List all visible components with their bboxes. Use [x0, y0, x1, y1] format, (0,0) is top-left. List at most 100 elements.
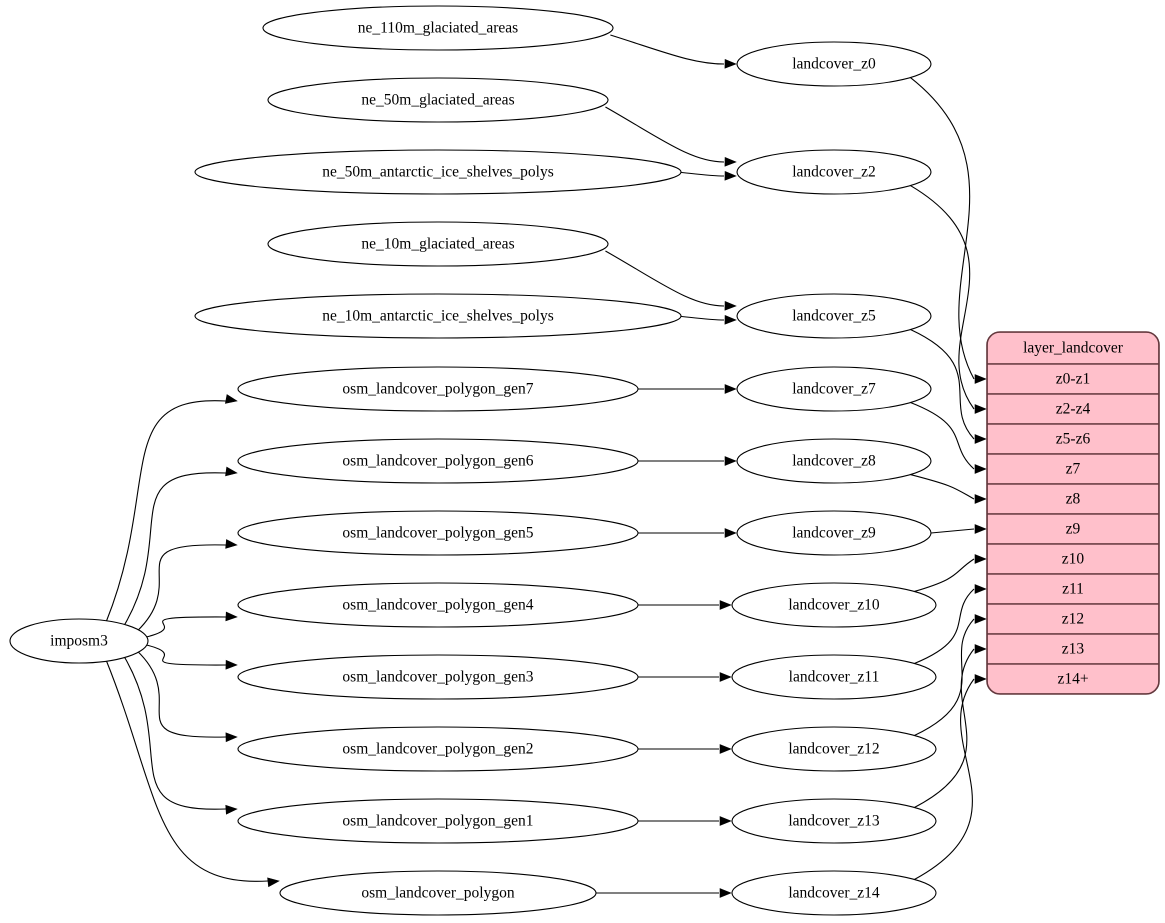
edge-ne50mant-z2-arrowhead — [724, 170, 737, 181]
edge-osm_landcover_polygon_gen6-landcover_z8-arrowhead — [724, 456, 737, 466]
edge-osm_landcover_polygon-landcover_z14-arrowhead — [719, 888, 732, 898]
node-ellipse-ne_10m_antarctic_ice_shelves_polys[interactable] — [194, 293, 682, 339]
node-ellipse-ne_10m_glaciated_areas[interactable] — [267, 221, 609, 267]
layer-table[interactable]: layer_landcoverz0-z1z2-z4z5-z6z7z8z9z10z… — [986, 331, 1160, 695]
layer-table-row[interactable] — [987, 363, 1159, 395]
node-label-landcover_z7: landcover_z7 — [792, 381, 876, 398]
edge-landcover_z8-row4 — [910, 474, 975, 500]
node-osm_landcover_polygon_gen2[interactable]: osm_landcover_polygon_gen2 — [237, 726, 639, 772]
layer-table-row-label: z9 — [1066, 521, 1081, 538]
node-ne_10m_glaciated_areas[interactable]: ne_10m_glaciated_areas — [267, 221, 609, 267]
edge-landcover_z7-row3-arrowhead — [974, 464, 987, 474]
node-label-landcover_z11: landcover_z11 — [789, 669, 880, 686]
node-ellipse-osm_landcover_polygon_gen7[interactable] — [237, 366, 639, 412]
layer-table-row-label: z14+ — [1057, 671, 1088, 688]
node-osm_landcover_polygon_gen7[interactable]: osm_landcover_polygon_gen7 — [237, 366, 639, 412]
node-ellipse-landcover_z10[interactable] — [731, 582, 937, 628]
node-ellipse-landcover_z0[interactable] — [736, 41, 932, 87]
node-imposm3[interactable]: imposm3 — [9, 618, 149, 664]
node-label-osm_landcover_polygon_gen5: osm_landcover_polygon_gen5 — [342, 525, 533, 542]
node-osm_landcover_polygon_gen1[interactable]: osm_landcover_polygon_gen1 — [237, 798, 639, 844]
edge-landcover_z5-row2-arrowhead — [974, 434, 987, 444]
node-landcover_z13[interactable]: landcover_z13 — [731, 798, 937, 844]
edge-ne110m-z0 — [610, 34, 725, 65]
node-ellipse-landcover_z8[interactable] — [736, 438, 932, 484]
node-osm_landcover_polygon_gen5[interactable]: osm_landcover_polygon_gen5 — [237, 510, 639, 556]
edge-osm_landcover_polygon_gen5-landcover_z9-arrowhead — [724, 528, 737, 538]
layer-table-row[interactable] — [987, 483, 1159, 515]
edge-osm_landcover_polygon_gen1-landcover_z13-arrowhead — [719, 816, 732, 826]
edge-imposm3-osm_landcover_polygon_gen4 — [144, 616, 227, 639]
node-landcover_z8[interactable]: landcover_z8 — [736, 438, 932, 484]
node-landcover_z2[interactable]: landcover_z2 — [736, 149, 932, 195]
edge-landcover_z0-row0-arrowhead — [974, 374, 987, 384]
node-ellipse-landcover_z5[interactable] — [736, 293, 932, 339]
node-osm_landcover_polygon_gen3[interactable]: osm_landcover_polygon_gen3 — [237, 654, 639, 700]
edge-ne10mglac-z5 — [605, 250, 725, 307]
node-label-landcover_z2: landcover_z2 — [792, 164, 876, 181]
node-label-landcover_z8: landcover_z8 — [792, 453, 876, 470]
node-label-osm_landcover_polygon_gen3: osm_landcover_polygon_gen3 — [342, 669, 533, 686]
edge-imposm3-osm_landcover_polygon_gen4-arrowhead — [225, 611, 238, 622]
edge-layer — [105, 34, 987, 898]
node-ellipse-osm_landcover_polygon_gen3[interactable] — [237, 654, 639, 700]
node-label-osm_landcover_polygon: osm_landcover_polygon — [361, 885, 515, 902]
edge-landcover_z2-row1-arrowhead — [974, 404, 987, 414]
node-ne_10m_antarctic_ice_shelves_polys[interactable]: ne_10m_antarctic_ice_shelves_polys — [194, 293, 682, 339]
edge-imposm3-osm_landcover_polygon_gen7 — [105, 400, 227, 622]
edge-landcover_z10-row6-arrowhead — [974, 554, 987, 564]
node-label-osm_landcover_polygon_gen7: osm_landcover_polygon_gen7 — [342, 381, 533, 398]
node-osm_landcover_polygon_gen6[interactable]: osm_landcover_polygon_gen6 — [237, 438, 639, 484]
node-ellipse-landcover_z11[interactable] — [731, 654, 937, 700]
node-ne_50m_antarctic_ice_shelves_polys[interactable]: ne_50m_antarctic_ice_shelves_polys — [194, 149, 682, 195]
node-landcover_z0[interactable]: landcover_z0 — [736, 41, 932, 87]
node-ellipse-ne_50m_glaciated_areas[interactable] — [267, 77, 609, 123]
node-ellipse-landcover_z9[interactable] — [736, 510, 932, 556]
edge-ne50mant-z2 — [677, 171, 725, 177]
node-ellipse-landcover_z14[interactable] — [731, 870, 937, 916]
node-label-osm_landcover_polygon_gen6: osm_landcover_polygon_gen6 — [342, 453, 533, 470]
node-landcover_z14[interactable]: landcover_z14 — [731, 870, 937, 916]
node-ellipse-landcover_z7[interactable] — [736, 366, 932, 412]
node-landcover_z12[interactable]: landcover_z12 — [731, 726, 937, 772]
layer-table-row[interactable] — [987, 603, 1159, 635]
edge-imposm3-osm_landcover_polygon_gen7-arrowhead — [225, 394, 238, 404]
edge-imposm3-osm_landcover_polygon_gen3 — [144, 643, 227, 666]
node-landcover_z7[interactable]: landcover_z7 — [736, 366, 932, 412]
node-ellipse-landcover_z12[interactable] — [731, 726, 937, 772]
edge-landcover_z9-row5-arrowhead — [974, 524, 987, 534]
node-osm_landcover_polygon[interactable]: osm_landcover_polygon — [279, 870, 597, 916]
node-ne_110m_glaciated_areas[interactable]: ne_110m_glaciated_areas — [262, 5, 614, 51]
node-ellipse-ne_110m_glaciated_areas[interactable] — [262, 5, 614, 51]
layer-table-row-label: z11 — [1062, 581, 1084, 598]
edge-landcover_z12-row8-arrowhead — [974, 614, 987, 624]
node-ellipse-osm_landcover_polygon[interactable] — [279, 870, 597, 916]
node-osm_landcover_polygon_gen4[interactable]: osm_landcover_polygon_gen4 — [237, 582, 639, 628]
edge-landcover_z9-row5 — [930, 528, 975, 534]
node-ellipse-ne_50m_antarctic_ice_shelves_polys[interactable] — [194, 149, 682, 195]
node-landcover_z9[interactable]: landcover_z9 — [736, 510, 932, 556]
layer-table-row[interactable] — [987, 633, 1159, 665]
node-ellipse-osm_landcover_polygon_gen6[interactable] — [237, 438, 639, 484]
layer-table-row[interactable] — [987, 663, 1159, 694]
node-label-ne_10m_glaciated_areas: ne_10m_glaciated_areas — [361, 236, 514, 253]
node-ellipse-osm_landcover_polygon_gen1[interactable] — [237, 798, 639, 844]
layer-table-border — [986, 331, 1160, 695]
node-ellipse-landcover_z2[interactable] — [736, 149, 932, 195]
node-label-landcover_z13: landcover_z13 — [788, 813, 879, 830]
node-ellipse-osm_landcover_polygon_gen2[interactable] — [237, 726, 639, 772]
node-ellipse-landcover_z13[interactable] — [731, 798, 937, 844]
node-landcover_z11[interactable]: landcover_z11 — [731, 654, 937, 700]
node-ellipse-osm_landcover_polygon_gen5[interactable] — [237, 510, 639, 556]
layer-table-row-label: z8 — [1066, 491, 1081, 508]
node-ellipse-osm_landcover_polygon_gen4[interactable] — [237, 582, 639, 628]
layer-table-row[interactable] — [987, 543, 1159, 575]
edge-imposm3-osm_landcover_polygon_gen2-arrowhead — [225, 732, 238, 743]
node-label-landcover_z12: landcover_z12 — [788, 741, 879, 758]
node-landcover_z5[interactable]: landcover_z5 — [736, 293, 932, 339]
node-landcover_z10[interactable]: landcover_z10 — [731, 582, 937, 628]
node-ellipse-imposm3[interactable] — [9, 618, 149, 664]
node-ne_50m_glaciated_areas[interactable]: ne_50m_glaciated_areas — [267, 77, 609, 123]
edge-imposm3-osm_landcover_polygon_gen3-arrowhead — [225, 659, 238, 670]
